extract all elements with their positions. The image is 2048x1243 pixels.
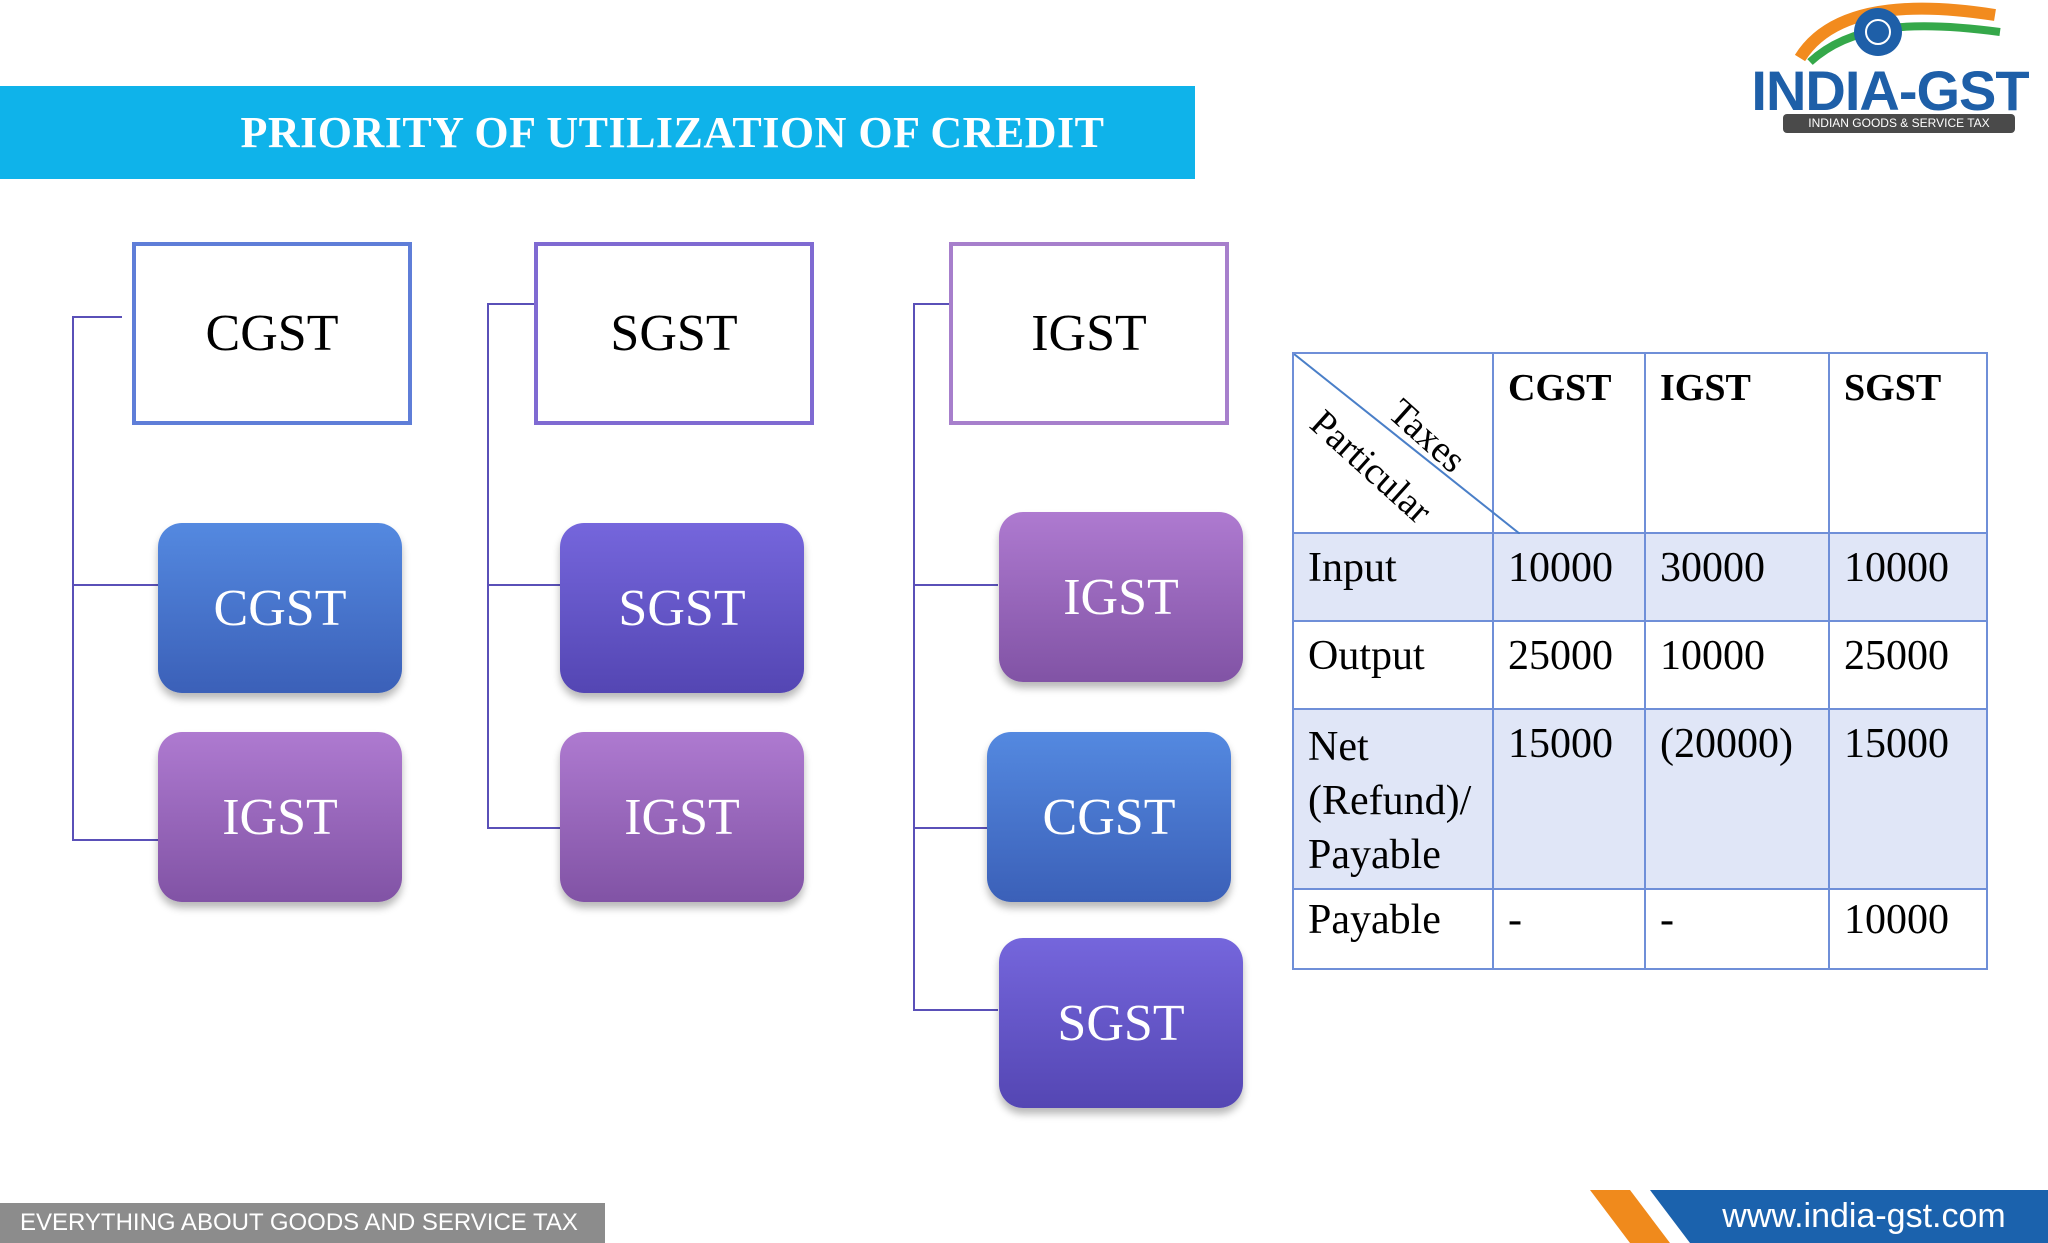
col-header-igst: IGST: [1644, 352, 1830, 534]
cgst-header-box: CGST: [132, 242, 412, 425]
connector-lines: [72, 303, 998, 1011]
india-gst-logo: INDIA-GST INDIAN GOODS & SERVICE TAX: [1740, 0, 2040, 140]
title-bar: PRIORITY OF UTILIZATION OF CREDIT: [0, 86, 1195, 179]
cell-value: 25000: [1828, 620, 1988, 710]
footer-stripe-icon: [1590, 1190, 2048, 1243]
diagonal-line: [1294, 354, 1520, 534]
igst-priority-2: CGST: [987, 732, 1231, 902]
cell-value: (20000): [1644, 708, 1830, 890]
row-label-line: Payable: [1308, 832, 1441, 878]
cell-value: 10000: [1644, 620, 1830, 710]
sgst-priority-2: IGST: [560, 732, 804, 902]
igst-header-box: IGST: [949, 242, 1229, 425]
slide-title: PRIORITY OF UTILIZATION OF CREDIT: [240, 108, 1105, 157]
sgst-header-box: SGST: [534, 242, 814, 425]
cell-value: 10000: [1492, 532, 1646, 622]
table-row: Input 10000 30000 10000: [1292, 532, 1988, 622]
logo-text: INDIA-GST: [1751, 59, 2029, 122]
row-label: Input: [1292, 532, 1494, 622]
sgst-priority-1: SGST: [560, 523, 804, 693]
row-label: Output: [1292, 620, 1494, 710]
cell-value: -: [1644, 888, 1830, 970]
logo-tagline: INDIAN GOODS & SERVICE TAX: [1783, 114, 2015, 133]
table-row: Payable - - 10000: [1292, 888, 1988, 970]
tax-calculation-table: CGST IGST SGST Input 10000 30000 10000 O…: [1292, 352, 1988, 970]
cgst-priority-1: CGST: [158, 523, 402, 693]
row-label-line: Net: [1308, 724, 1369, 770]
footer-url[interactable]: www.india-gst.com: [1722, 1197, 2006, 1235]
col-header-sgst: SGST: [1828, 352, 1988, 534]
footer-tagline: EVERYTHING ABOUT GOODS AND SERVICE TAX: [0, 1203, 605, 1243]
cell-value: 15000: [1828, 708, 1988, 890]
col-header-cgst: CGST: [1492, 352, 1646, 534]
table-row: Net (Refund)/ Payable 15000 (20000) 1500…: [1292, 708, 1988, 890]
cell-value: 15000: [1492, 708, 1646, 890]
igst-priority-3: SGST: [999, 938, 1243, 1108]
row-label-line: (Refund)/: [1308, 778, 1472, 824]
table-row: Output 25000 10000 25000: [1292, 620, 1988, 710]
cell-value: 10000: [1828, 532, 1988, 622]
cell-value: 10000: [1828, 888, 1988, 970]
diagonal-header-cell: [1292, 352, 1520, 534]
cell-value: -: [1492, 888, 1646, 970]
cgst-priority-2: IGST: [158, 732, 402, 902]
footer-url-banner: www.india-gst.com: [1590, 1190, 2048, 1243]
table-header-row: CGST IGST SGST: [1292, 352, 1988, 534]
igst-priority-1: IGST: [999, 512, 1243, 682]
cell-value: 30000: [1644, 532, 1830, 622]
flag-wheel-icon: [1794, 2, 2001, 65]
cell-value: 25000: [1492, 620, 1646, 710]
row-label: Net (Refund)/ Payable: [1292, 708, 1494, 890]
row-label: Payable: [1292, 888, 1494, 970]
